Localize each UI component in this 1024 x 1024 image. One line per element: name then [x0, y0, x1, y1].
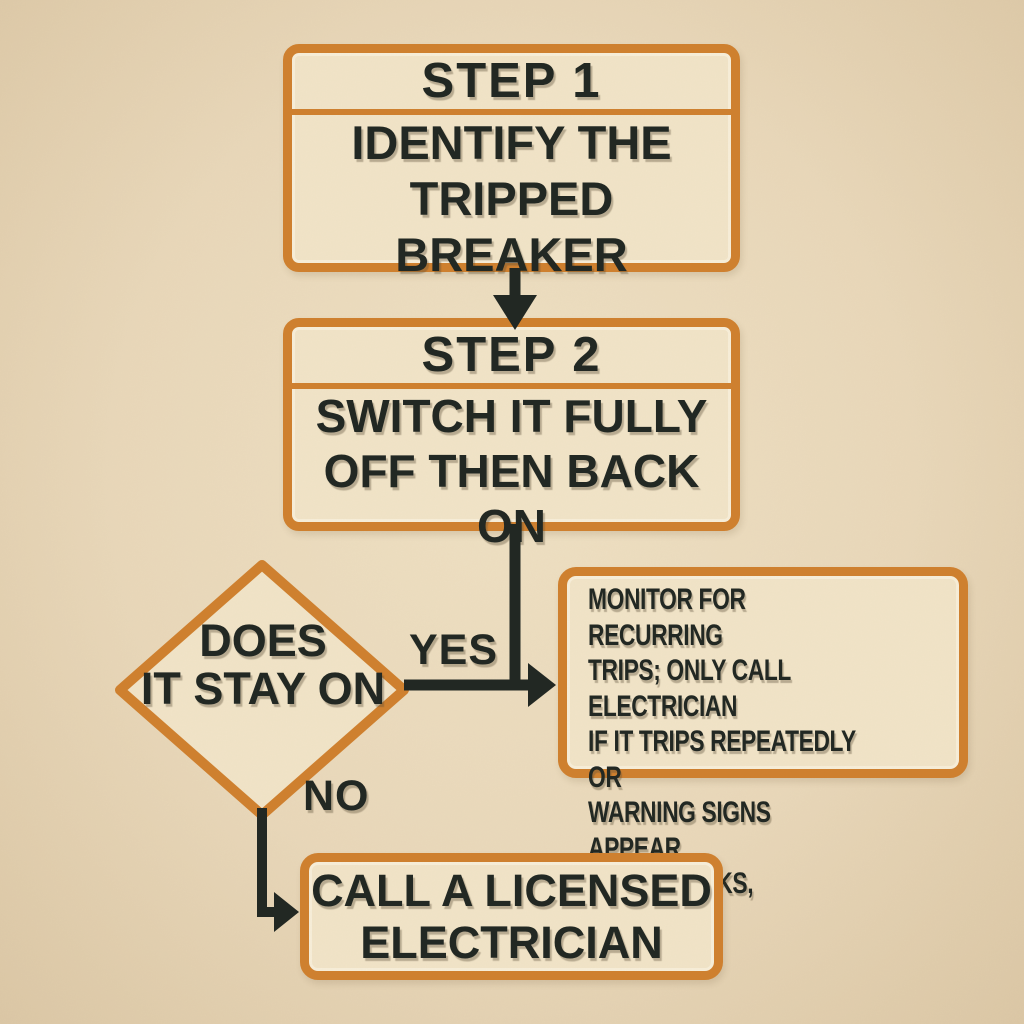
step1-header: STEP 1	[292, 53, 731, 115]
yes-label: YES	[409, 626, 499, 674]
call-electrician-text: CALL A LICENSED ELECTRICIAN	[311, 864, 712, 968]
monitor-outcome-box: MONITOR FOR RECURRING TRIPS; ONLY CALL E…	[558, 567, 968, 936]
decision-diamond-shape	[115, 560, 409, 820]
step2-body: SWITCH IT FULLY OFF THEN BACK ON	[315, 390, 708, 552]
step1-body: IDENTIFY THE TRIPPED BREAKER	[351, 116, 672, 281]
yes-arrow	[404, 663, 556, 707]
step2-box: STEP 2 SWITCH IT FULLY OFF THEN BACK ON	[283, 318, 740, 552]
decision-label: DOES IT STAY ON	[140, 615, 386, 714]
call-electrician-box: CALL A LICENSED ELECTRICIAN	[300, 853, 723, 980]
no-arrow	[257, 808, 299, 932]
no-label: NO	[303, 772, 370, 820]
step1-box: STEP 1 IDENTIFY THE TRIPPED BREAKER	[283, 44, 740, 281]
step2-header: STEP 2	[292, 327, 731, 389]
